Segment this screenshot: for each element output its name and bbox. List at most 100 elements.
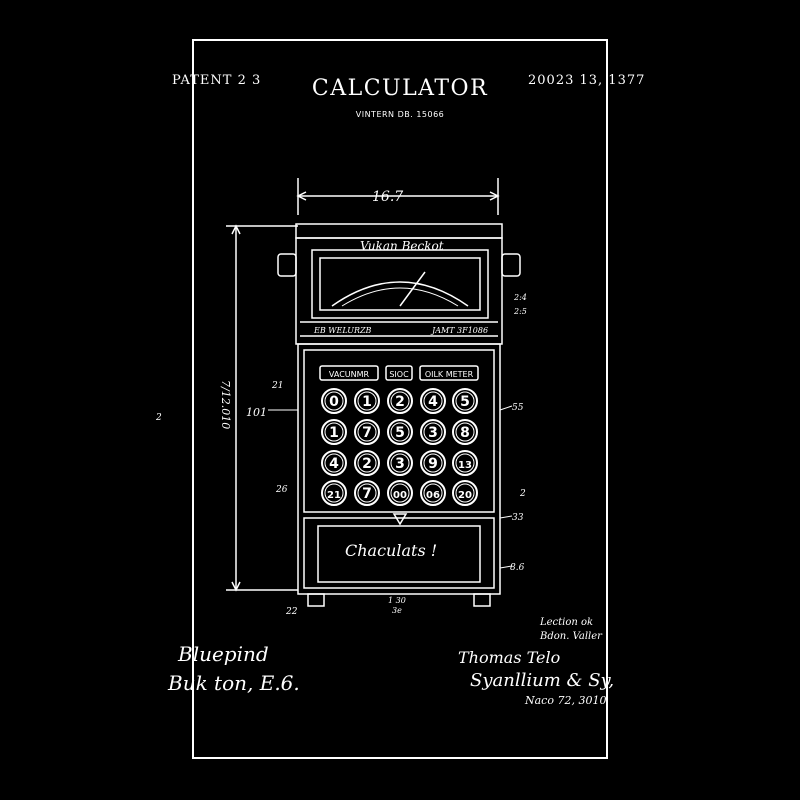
ref-21: 21 xyxy=(271,381,283,391)
leader-55 xyxy=(499,405,513,411)
lower-panel xyxy=(303,517,495,589)
calculator-body xyxy=(297,343,501,595)
calculator-key-rim xyxy=(423,453,443,473)
calculator-key[interactable] xyxy=(321,419,347,445)
height-arrow-bottom xyxy=(231,581,241,592)
calculator-key-label: 5 xyxy=(395,425,405,441)
ref-26: 26 xyxy=(275,485,288,495)
calculator-key-label: 8 xyxy=(460,425,470,441)
calculator-key[interactable] xyxy=(387,388,413,414)
ref-55: 55 xyxy=(512,403,524,413)
calculator-key-rim xyxy=(357,483,377,503)
calculator-key-rim xyxy=(455,422,475,442)
signature-left-line1: Bluepind xyxy=(178,642,269,666)
panel-script: Chaculats ! xyxy=(345,541,437,560)
calculator-key-label: 2 xyxy=(395,394,405,410)
calculator-key-label: 20 xyxy=(458,490,472,501)
height-arrow-top xyxy=(231,224,241,235)
foot-icon-right xyxy=(473,593,491,607)
calculator-key-label: 1 xyxy=(329,425,339,441)
drawing-border xyxy=(192,39,608,759)
calculator-key-label: 06 xyxy=(426,490,440,501)
calculator-key-rim xyxy=(390,391,410,411)
calculator-key[interactable] xyxy=(420,388,446,414)
calculator-key[interactable] xyxy=(420,450,446,476)
calculator-key-rim xyxy=(423,422,443,442)
ref-2-4: 2:4 xyxy=(513,293,527,302)
calculator-key-rim xyxy=(390,483,410,503)
calculator-key[interactable] xyxy=(420,480,446,506)
pen-nib-icon xyxy=(392,513,408,526)
signature-right-line1: Lection ok xyxy=(540,617,594,628)
calculator-key-label: 4 xyxy=(428,394,438,410)
calculator-key[interactable] xyxy=(387,450,413,476)
signature-right-line2: Bdon. Valler xyxy=(540,631,602,642)
calculator-key[interactable] xyxy=(321,450,347,476)
height-label: 7/12.010 xyxy=(219,380,232,429)
ref-33: 33 xyxy=(512,513,524,523)
calculator-key-label: 7 xyxy=(362,425,372,441)
leader-86 xyxy=(499,565,513,569)
calculator-key[interactable] xyxy=(354,450,380,476)
display-glass xyxy=(319,257,481,311)
calculator-key-rim xyxy=(324,391,344,411)
calculator-key-rim xyxy=(390,422,410,442)
signature-left-line2: Buk ton, E.6. xyxy=(168,671,300,695)
calculator-key-rim xyxy=(455,453,475,473)
calculator-key-rim xyxy=(357,422,377,442)
function-button-0[interactable] xyxy=(319,365,379,381)
calculator-key[interactable] xyxy=(354,419,380,445)
calculator-key[interactable] xyxy=(420,419,446,445)
display-strip-left: EB WELURZB xyxy=(313,326,372,335)
ref-8-6: 8.6 xyxy=(510,563,525,573)
calculator-key-rim xyxy=(455,391,475,411)
ref-22: 22 xyxy=(285,607,298,617)
width-arrow-left xyxy=(296,191,307,201)
calculator-key[interactable] xyxy=(354,388,380,414)
calculator-key-rim xyxy=(455,483,475,503)
page-subtitle: VINTERN DB. 15066 xyxy=(355,110,445,119)
calculator-key-rim xyxy=(423,391,443,411)
patent-date: 20023 13, 1377 xyxy=(528,73,646,88)
ref-2a: 2 xyxy=(155,413,162,423)
ref-101: 101 xyxy=(246,406,267,419)
thumb-screw-icon-right xyxy=(501,253,521,277)
keypad-panel xyxy=(303,349,495,513)
page-title: CALCULATOR xyxy=(311,76,489,101)
width-label: 16.7 xyxy=(372,189,403,205)
calculator-key[interactable] xyxy=(452,480,478,506)
display-dial-inner xyxy=(341,287,459,307)
calculator-key[interactable] xyxy=(452,450,478,476)
calculator-key-label: 7 xyxy=(362,486,372,502)
calculator-key-label: 3 xyxy=(395,456,405,472)
calculator-key[interactable] xyxy=(321,480,347,506)
width-arrow-right xyxy=(489,191,500,201)
display-brand: Vukan Beckot xyxy=(360,239,444,253)
calculator-key[interactable] xyxy=(387,419,413,445)
calculator-key[interactable] xyxy=(321,388,347,414)
calculator-key-label: 9 xyxy=(428,456,438,472)
function-button-label: VACUNMR xyxy=(329,370,370,379)
ref-2b: 2 xyxy=(519,489,526,499)
calculator-key-rim xyxy=(390,453,410,473)
thumb-screw-icon xyxy=(277,253,297,277)
calculator-key[interactable] xyxy=(354,480,380,506)
lower-window xyxy=(317,525,481,583)
calculator-key[interactable] xyxy=(452,388,478,414)
calculator-key-label: 4 xyxy=(329,456,339,472)
function-button-2[interactable] xyxy=(419,365,479,381)
foot-icon xyxy=(307,593,325,607)
display-needle xyxy=(399,271,426,307)
calculator-key[interactable] xyxy=(452,419,478,445)
signature-right-line3: Thomas Telo xyxy=(458,648,561,667)
calculator-key-rim xyxy=(357,453,377,473)
calculator-key-rim xyxy=(324,422,344,442)
calculator-key-label: 3 xyxy=(428,425,438,441)
calculator-key-rim xyxy=(423,483,443,503)
calculator-key-label: 5 xyxy=(460,394,470,410)
calculator-key[interactable] xyxy=(387,480,413,506)
signature-right-line5: Naco 72, 3010 xyxy=(525,694,607,707)
display-dial-icon xyxy=(331,281,469,307)
function-button-1[interactable] xyxy=(385,365,413,381)
